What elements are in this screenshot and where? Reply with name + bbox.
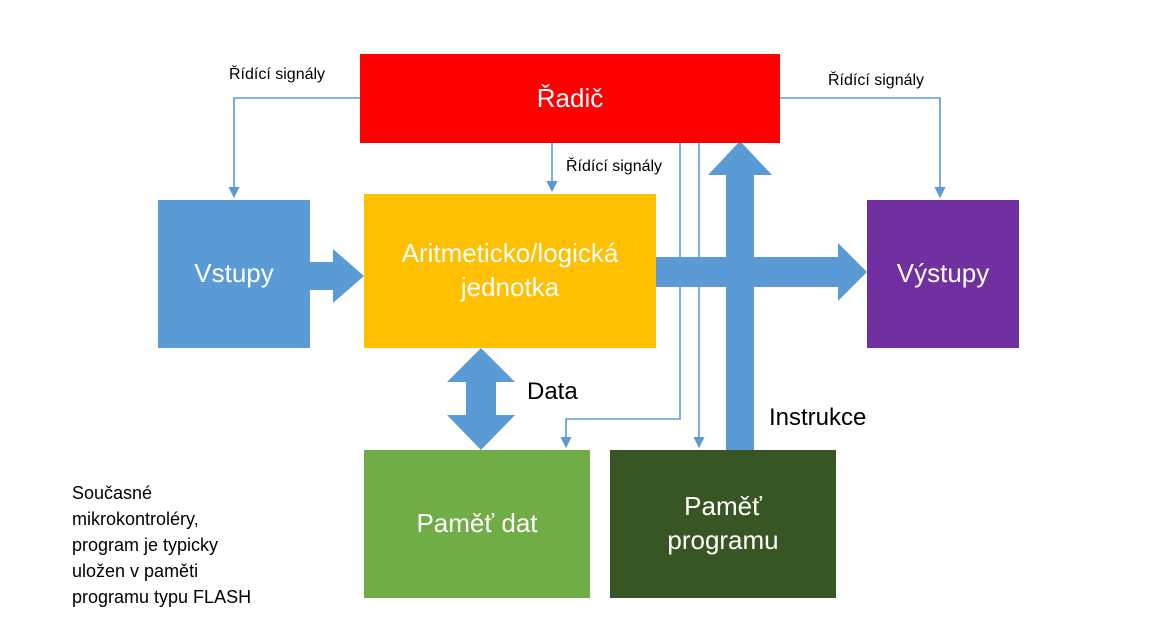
arrow-alu-to-outputs: [656, 243, 867, 301]
data-memory-block: Paměť dat: [364, 450, 590, 598]
outputs-block: Výstupy: [867, 200, 1019, 348]
controller-block: Řadič: [360, 54, 780, 143]
signals-label-right: Řídící signály: [828, 72, 925, 89]
inputs-label: Vstupy: [194, 258, 274, 289]
signals-label-center: Řídící signály: [566, 158, 663, 175]
signal-line-to-outputs: [780, 97, 946, 199]
note-text: Současné mikrokontroléry, program je typ…: [72, 483, 252, 608]
signal-line-to-inputs: [228, 97, 360, 199]
arrow-data-bidirectional: [447, 348, 515, 450]
bus-arrows: [310, 141, 867, 452]
arrow-instructions-up: [708, 141, 772, 452]
alu-label: Aritmeticko/logická jednotka: [401, 238, 619, 302]
data-memory-label: Paměť dat: [416, 508, 538, 539]
arrow-inputs-to-alu: [310, 249, 364, 303]
signals-label-left: Řídící signály: [229, 66, 326, 83]
outputs-label: Výstupy: [896, 258, 990, 289]
instructions-bus-label: Instrukce: [769, 404, 867, 431]
program-memory-block: Paměť programu: [610, 450, 836, 598]
program-memory-label: Paměť programu: [667, 491, 779, 555]
inputs-block: Vstupy: [158, 200, 310, 348]
alu-block: Aritmeticko/logická jednotka: [364, 194, 656, 348]
controller-label: Řadič: [536, 82, 604, 113]
data-bus-label: Data: [527, 378, 578, 405]
